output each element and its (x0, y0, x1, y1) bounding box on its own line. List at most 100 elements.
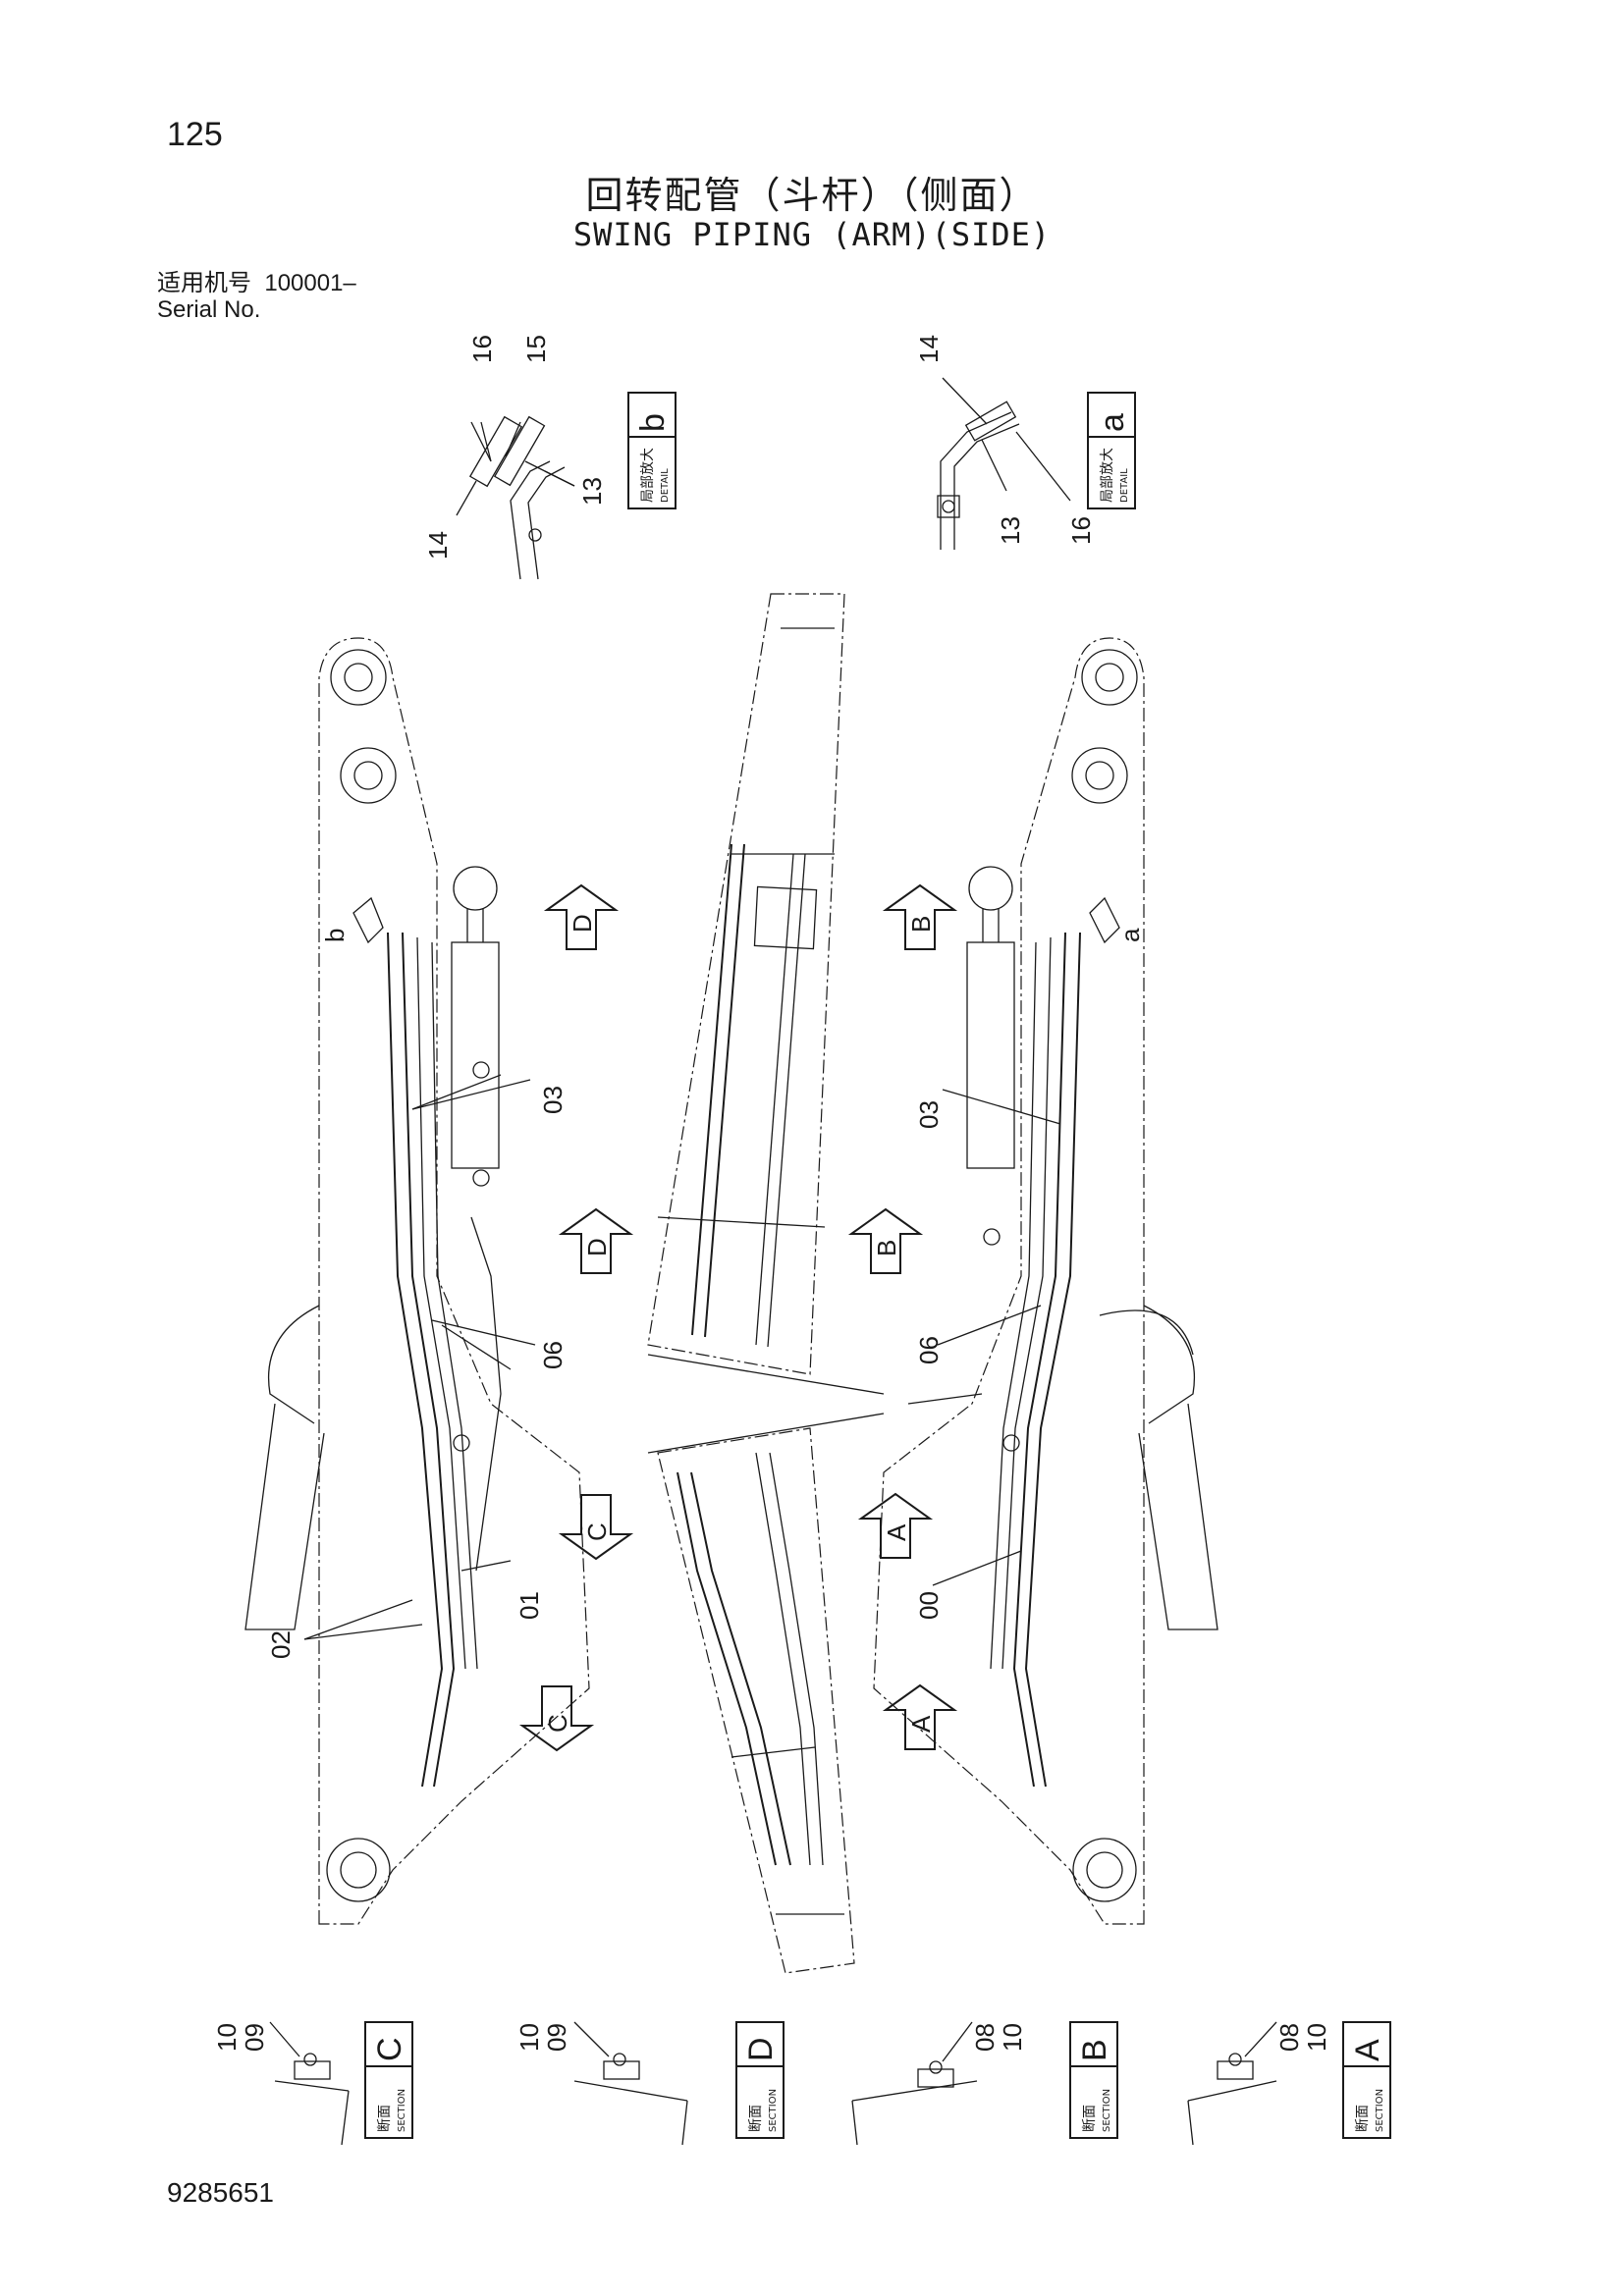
left-arm-view: b 03 06 01 02 (244, 637, 590, 1925)
section-d-clamp (603, 2060, 640, 2080)
detail-b-part-label: 16 (467, 335, 497, 363)
section-d: 10 09 D 断面 SECTION (514, 2021, 785, 2146)
page-title-en: SWING PIPING (ARM)(SIDE) (572, 216, 1052, 253)
section-d-letter: D (742, 2037, 780, 2061)
section-c: 10 09 C 断面 SECTION (212, 2021, 413, 2146)
detail-a-letter: a (1094, 413, 1131, 432)
section-arrow-icon: D (543, 883, 620, 950)
section-arrows: D D C C B B A A (518, 883, 958, 1752)
right-pipe (1024, 932, 1081, 1788)
right-cylinder (966, 941, 1015, 1169)
left-arm-outline (318, 637, 590, 1925)
section-c-clamp (294, 2060, 331, 2080)
serial-label-en: Serial No. (157, 296, 261, 323)
detail-b-label-en: DETAIL (660, 468, 671, 503)
detail-b-part-label: 15 (521, 335, 551, 363)
right-arm-view: a 03 06 00 (873, 637, 1218, 1925)
section-a-part-label: 10 (1302, 2023, 1331, 2052)
center-pipe (677, 1471, 777, 1866)
left-part-label: 01 (514, 1591, 544, 1620)
section-c-label-cn: 断面 (377, 2105, 393, 2132)
section-b-part-label: 10 (998, 2023, 1027, 2052)
detail-a-part-label: 13 (996, 516, 1025, 545)
serial-block: 适用机号 100001– Serial No. (157, 269, 356, 324)
section-d-box (735, 2021, 785, 2139)
section-arrow-icon: B (882, 883, 958, 950)
detail-a-clamp (937, 495, 960, 518)
left-link (244, 1403, 325, 1630)
left-pipe (402, 932, 456, 1788)
left-part-label: 02 (266, 1630, 296, 1659)
page-title-cn: 回转配管（斗杆）（侧面） (585, 174, 1039, 217)
section-b: 08 10 B 断面 SECTION (851, 2021, 1118, 2146)
section-a-part-label: 08 (1274, 2023, 1304, 2052)
left-pipe (387, 932, 444, 1788)
section-a-label-cn: 断面 (1355, 2105, 1371, 2132)
right-arm-outline (873, 637, 1145, 1925)
left-cylinder-eye (453, 866, 498, 911)
svg-text:D: D (582, 1238, 612, 1256)
detail-b-letter: b (634, 413, 672, 432)
section-c-label-en: SECTION (397, 2089, 407, 2132)
section-d-part-label: 10 (514, 2023, 544, 2052)
detail-a-label-cn: 局部放大 (1100, 448, 1115, 503)
right-arm-pin-top (1081, 649, 1138, 706)
right-arm-pin-mid (1071, 747, 1128, 804)
detail-a-part-label: 14 (914, 335, 944, 363)
center-cylinder (753, 885, 818, 950)
detail-a: 14 13 16 a 局部放大 DETAIL (914, 335, 1136, 550)
section-d-part-label: 09 (542, 2023, 571, 2052)
left-part-label: 06 (538, 1341, 568, 1369)
section-arrow-icon: C (518, 1685, 595, 1752)
right-elbow (1089, 896, 1120, 944)
left-cylinder (451, 941, 500, 1169)
left-marker: b (320, 929, 350, 942)
svg-text:B: B (906, 916, 936, 933)
right-part-label: 03 (914, 1100, 944, 1129)
right-marker: a (1115, 928, 1145, 942)
right-part-label: 00 (914, 1591, 944, 1620)
detail-a-box (1087, 392, 1136, 509)
section-d-label-cn: 断面 (748, 2105, 764, 2132)
section-a-label-en: SECTION (1375, 2089, 1385, 2132)
left-elbow (352, 896, 384, 944)
section-b-box (1069, 2021, 1118, 2139)
svg-text:C: C (543, 1714, 572, 1733)
document-number: 9285651 (167, 2177, 275, 2208)
svg-text:C: C (582, 1522, 612, 1541)
left-arm-pin-bottom (326, 1838, 391, 1902)
section-arrow-icon: A (857, 1492, 934, 1559)
center-arm-upper (647, 593, 845, 1375)
left-arm-pin-mid (340, 747, 397, 804)
section-d-label-en: SECTION (768, 2089, 779, 2132)
section-c-letter: C (371, 2037, 408, 2061)
svg-text:A: A (906, 1715, 936, 1733)
section-a-letter: A (1349, 2039, 1386, 2061)
section-arrow-icon: D (558, 1207, 634, 1274)
serial-value: 100001– (264, 270, 356, 296)
detail-b-label-cn: 局部放大 (640, 448, 656, 503)
section-b-label-en: SECTION (1102, 2089, 1112, 2132)
section-b-part-label: 08 (970, 2023, 1000, 2052)
svg-text:A: A (882, 1523, 911, 1541)
section-a-clamp (1217, 2060, 1254, 2080)
right-arm-pin-bottom (1072, 1838, 1137, 1902)
section-a-box (1342, 2021, 1391, 2139)
section-b-clamp (917, 2068, 954, 2088)
right-part-label: 06 (914, 1336, 944, 1364)
detail-b: 16 15 13 14 b 局部放大 DETAIL (423, 335, 677, 580)
detail-b-fitting (493, 415, 546, 487)
detail-b-part-label: 14 (423, 531, 453, 560)
svg-text:B: B (872, 1240, 901, 1256)
detail-a-label-en: DETAIL (1119, 468, 1130, 503)
center-pipe (691, 843, 732, 1336)
detail-a-part-label: 16 (1066, 516, 1096, 545)
detail-a-bolt-icon (942, 500, 955, 513)
left-arm-pin-top (330, 649, 387, 706)
center-arm-view (647, 593, 885, 1974)
serial-label-cn: 适用机号 (157, 269, 251, 296)
section-a: 08 10 A 断面 SECTION (1187, 2021, 1391, 2146)
right-cylinder-eye (968, 866, 1013, 911)
section-c-box (364, 2021, 413, 2139)
section-b-letter: B (1076, 2039, 1113, 2061)
